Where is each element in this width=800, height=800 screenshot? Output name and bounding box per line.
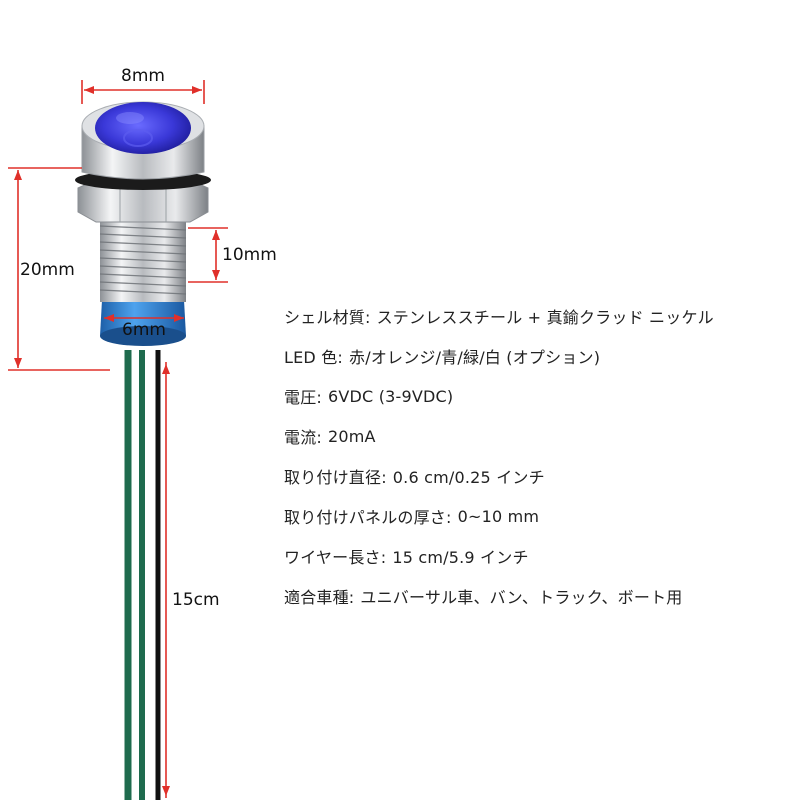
spec-list: シェル材質: ステンレススチール + 真鍮クラッド ニッケル LED 色: 赤/… — [284, 296, 796, 616]
spec-key: 取り付けパネルの厚さ: — [284, 508, 452, 527]
spec-key: 適合車種: — [284, 588, 355, 607]
spec-value: 赤/オレンジ/青/緑/白 (オプション) — [349, 348, 601, 367]
spec-value: ユニバーサル車、バン、トラック、ボート用 — [360, 588, 683, 607]
dimension-lines — [8, 80, 228, 798]
spec-value: 20mA — [328, 426, 376, 446]
spec-panel-thickness: 取り付けパネルの厚さ: 0~10 mm — [284, 496, 796, 536]
spec-led-color: LED 色: 赤/オレンジ/青/緑/白 (オプション) — [284, 336, 796, 376]
spec-key: LED 色: — [284, 348, 344, 367]
spec-voltage: 電圧: 6VDC (3-9VDC) — [284, 376, 796, 416]
dimension-label-body-height: 20mm — [20, 260, 75, 280]
spec-key: 取り付け直径: — [284, 468, 387, 487]
dimension-label-wire-length: 15cm — [172, 590, 220, 610]
spec-value: ステンレススチール + 真鍮クラッド ニッケル — [376, 308, 714, 327]
spec-value: 15 cm/5.9 インチ — [392, 548, 529, 567]
threaded-body — [99, 218, 187, 302]
dimension-label-thread-length: 10mm — [222, 245, 277, 265]
spec-key: ワイヤー長さ: — [284, 548, 387, 567]
spec-value: 0~10 mm — [457, 506, 540, 526]
spec-shell-material: シェル材質: ステンレススチール + 真鍮クラッド ニッケル — [284, 296, 796, 336]
wires — [124, 350, 161, 800]
spec-key: シェル材質: — [284, 308, 371, 327]
spec-key: 電圧: — [284, 388, 322, 407]
dimension-label-thread-diameter: 6mm — [122, 320, 166, 340]
spec-value: 6VDC (3-9VDC) — [328, 386, 454, 406]
spec-key: 電流: — [284, 428, 322, 447]
led-lens — [95, 102, 191, 154]
spec-value: 0.6 cm/0.25 インチ — [392, 468, 545, 487]
spec-mounting-diameter: 取り付け直径: 0.6 cm/0.25 インチ — [284, 456, 796, 496]
spec-current: 電流: 20mA — [284, 416, 796, 456]
spec-wire-length: ワイヤー長さ: 15 cm/5.9 インチ — [284, 536, 796, 576]
dimension-arrowheads — [14, 86, 220, 796]
spec-compatible-vehicles: 適合車種: ユニバーサル車、バン、トラック、ボート用 — [284, 576, 796, 616]
dimension-label-head-diameter: 8mm — [121, 66, 165, 86]
